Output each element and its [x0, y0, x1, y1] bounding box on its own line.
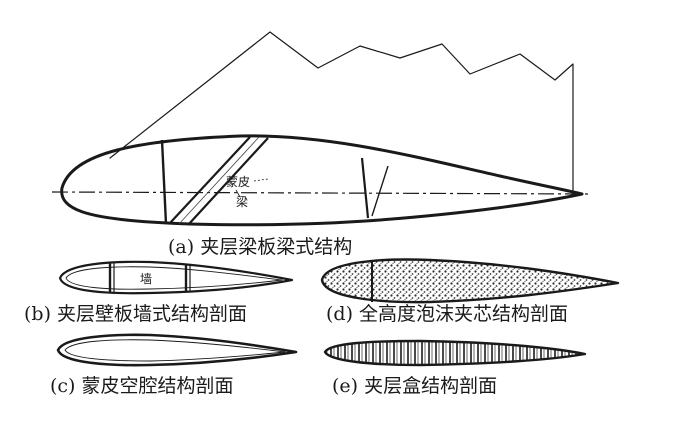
figure-b: 墙 (b) 夹层壁板墙式结构剖面 — [24, 260, 294, 325]
front-spar — [160, 139, 168, 225]
chord-centerline — [51, 191, 593, 195]
sandwich-panel-edge-1 — [169, 136, 251, 224]
rear-spar — [360, 157, 370, 219]
caption-b: (b) 夹层壁板墙式结构剖面 — [24, 303, 247, 325]
figure-d: (d) 全高度泡沫夹芯结构剖面 — [320, 258, 620, 325]
airfoil-b-outline — [58, 260, 294, 295]
figure-e: (e) 夹层盒结构剖面 — [323, 339, 587, 397]
caption-a: (a) 夹层梁板梁式结构 — [168, 236, 352, 258]
figure-c: (c) 蒙皮空腔结构剖面 — [50, 333, 298, 397]
rear-spar-diagonal — [371, 165, 389, 217]
label-skin: 蒙皮 — [226, 175, 250, 189]
caption-c: (c) 蒙皮空腔结构剖面 — [50, 375, 234, 397]
label-spar: 梁 — [236, 194, 248, 209]
sandwich-panel-core — [178, 136, 260, 225]
caption-d: (d) 全高度泡沫夹芯结构剖面 — [326, 303, 568, 325]
airfoil-e-outline — [323, 339, 587, 367]
sandwich-panel-edge-2 — [187, 137, 269, 226]
airfoil-c-outline — [56, 333, 298, 367]
label-wall: 墙 — [140, 272, 152, 286]
label-spar-leader — [235, 189, 241, 198]
figure-a: 蒙皮 梁 (a) 夹层梁板梁式结构 — [51, 31, 593, 258]
airfoil-a-outline — [60, 134, 584, 227]
airfoil-b-inner — [65, 266, 283, 290]
wing-planform-outline — [109, 31, 574, 196]
caption-e: (e) 夹层盒结构剖面 — [332, 375, 497, 397]
label-skin-leader — [253, 178, 269, 182]
airfoil-d-outline — [320, 258, 620, 304]
airfoil-c-inner-skin — [64, 339, 286, 362]
